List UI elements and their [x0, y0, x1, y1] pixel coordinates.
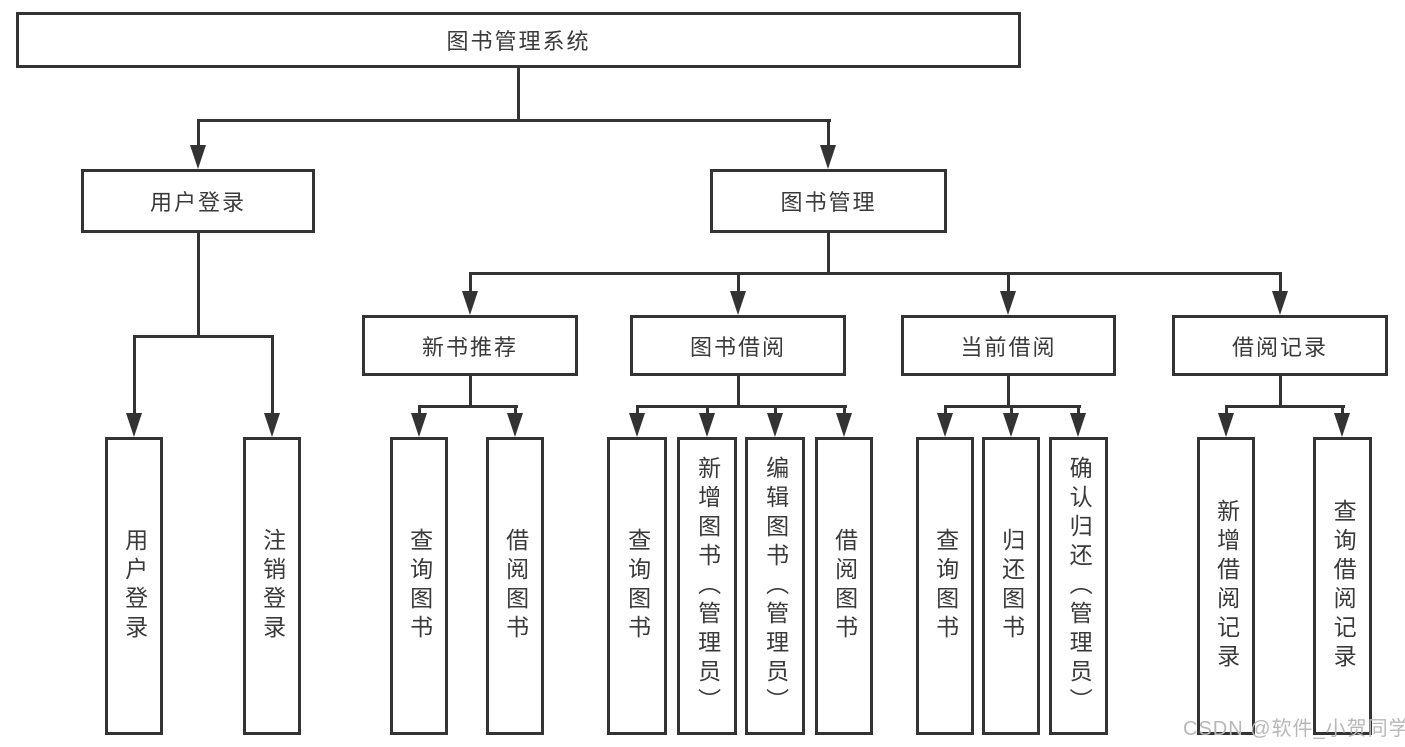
leaf-label: 归还图书	[998, 528, 1025, 644]
connector-line	[843, 405, 846, 415]
leaf-query-borrow-record: 查询借阅记录	[1313, 437, 1372, 735]
connector-line	[1225, 405, 1228, 415]
connector-line	[737, 376, 740, 408]
arrow-down-icon	[462, 291, 478, 315]
arrow-down-icon	[190, 145, 206, 169]
leaf-edit-books-admin: 编辑图书（管理员）	[745, 437, 805, 735]
connector-line	[197, 119, 831, 122]
leaf-borrow-books: 借阅图书	[815, 437, 873, 735]
connector-line	[133, 335, 136, 417]
connector-line	[469, 272, 1282, 275]
arrow-down-icon	[1000, 291, 1016, 315]
connector-line	[133, 335, 274, 338]
connector-line	[636, 405, 847, 408]
node-label: 图书管理	[780, 190, 877, 215]
node-book-borrow: 图书借阅	[630, 315, 846, 376]
leaf-query-books: 查询图书	[390, 437, 448, 735]
connector-line	[1279, 272, 1282, 294]
arrow-down-icon	[1003, 413, 1019, 437]
arrow-down-icon	[937, 413, 953, 437]
connector-line	[706, 405, 709, 415]
leaf-label: 确认归还（管理员）	[1066, 455, 1093, 717]
leaf-return-books: 归还图书	[982, 437, 1040, 735]
connector-line	[1007, 272, 1010, 294]
leaf-label: 新增借阅记录	[1213, 499, 1240, 673]
arrow-down-icon	[411, 413, 427, 437]
leaf-query-books: 查询图书	[916, 437, 974, 735]
leaf-logout: 注销登录	[243, 437, 301, 735]
leaf-label: 查询图书	[406, 528, 433, 644]
arrow-down-icon	[1334, 413, 1350, 437]
leaf-add-borrow-record: 新增借阅记录	[1197, 437, 1255, 735]
leaf-label: 查询图书	[624, 528, 651, 644]
connector-line	[514, 405, 517, 415]
connector-line	[1341, 405, 1344, 415]
leaf-label: 新增图书（管理员）	[694, 455, 721, 717]
connector-line	[1077, 405, 1080, 415]
arrow-down-icon	[507, 413, 523, 437]
arrow-down-icon	[820, 145, 836, 169]
node-user-login: 用户登录	[81, 169, 315, 233]
arrow-down-icon	[730, 291, 746, 315]
connector-line	[271, 335, 274, 417]
leaf-label: 用户登录	[121, 528, 148, 644]
leaf-confirm-return-admin: 确认归还（管理员）	[1049, 437, 1108, 735]
leaf-label: 借阅图书	[502, 528, 529, 644]
arrow-down-icon	[264, 413, 280, 437]
node-borrow-record: 借阅记录	[1172, 315, 1388, 376]
connector-line	[197, 233, 200, 338]
leaf-query-books: 查询图书	[607, 437, 667, 735]
connector-line	[636, 405, 639, 415]
leaf-user-login: 用户登录	[105, 437, 163, 735]
arrow-down-icon	[126, 413, 142, 437]
leaf-label: 注销登录	[259, 528, 286, 644]
connector-line	[774, 405, 777, 415]
connector-line	[469, 376, 472, 408]
connector-line	[944, 405, 947, 415]
arrow-down-icon	[1272, 291, 1288, 315]
connector-line	[1279, 376, 1282, 408]
node-label: 图书管理系统	[446, 29, 591, 54]
node-label: 用户登录	[149, 190, 246, 215]
connector-line	[1010, 405, 1013, 415]
leaf-label: 查询借阅记录	[1330, 499, 1357, 673]
node-book-management: 图书管理	[710, 169, 947, 233]
connector-line	[1007, 376, 1010, 408]
leaf-label: 借阅图书	[831, 528, 858, 644]
node-library-management-system: 图书管理系统	[16, 12, 1021, 68]
arrow-down-icon	[629, 413, 645, 437]
arrow-down-icon	[767, 413, 783, 437]
arrow-down-icon	[1070, 413, 1086, 437]
connector-line	[418, 405, 518, 408]
connector-line	[197, 119, 200, 147]
leaf-borrow-books: 借阅图书	[486, 437, 544, 735]
node-label: 借阅记录	[1231, 334, 1328, 360]
arrow-down-icon	[1218, 413, 1234, 437]
connector-line	[469, 272, 472, 294]
node-label: 图书借阅	[689, 334, 786, 360]
connector-line	[737, 272, 740, 294]
node-current-borrow: 当前借阅	[901, 315, 1116, 376]
connector-line	[827, 119, 830, 147]
csdn-watermark: CSDN @软件_小贺同学	[1183, 718, 1405, 740]
leaf-add-books-admin: 新增图书（管理员）	[677, 437, 737, 735]
connector-line	[827, 233, 830, 275]
connector-line	[1225, 405, 1345, 408]
node-new-book-recommend: 新书推荐	[362, 315, 578, 376]
arrow-down-icon	[699, 413, 715, 437]
node-label: 新书推荐	[421, 334, 518, 360]
leaf-label: 查询图书	[932, 528, 959, 644]
connector-line	[418, 405, 421, 415]
leaf-label: 编辑图书（管理员）	[762, 455, 789, 717]
connector-line	[517, 68, 520, 122]
arrow-down-icon	[836, 413, 852, 437]
node-label: 当前借阅	[960, 334, 1057, 360]
